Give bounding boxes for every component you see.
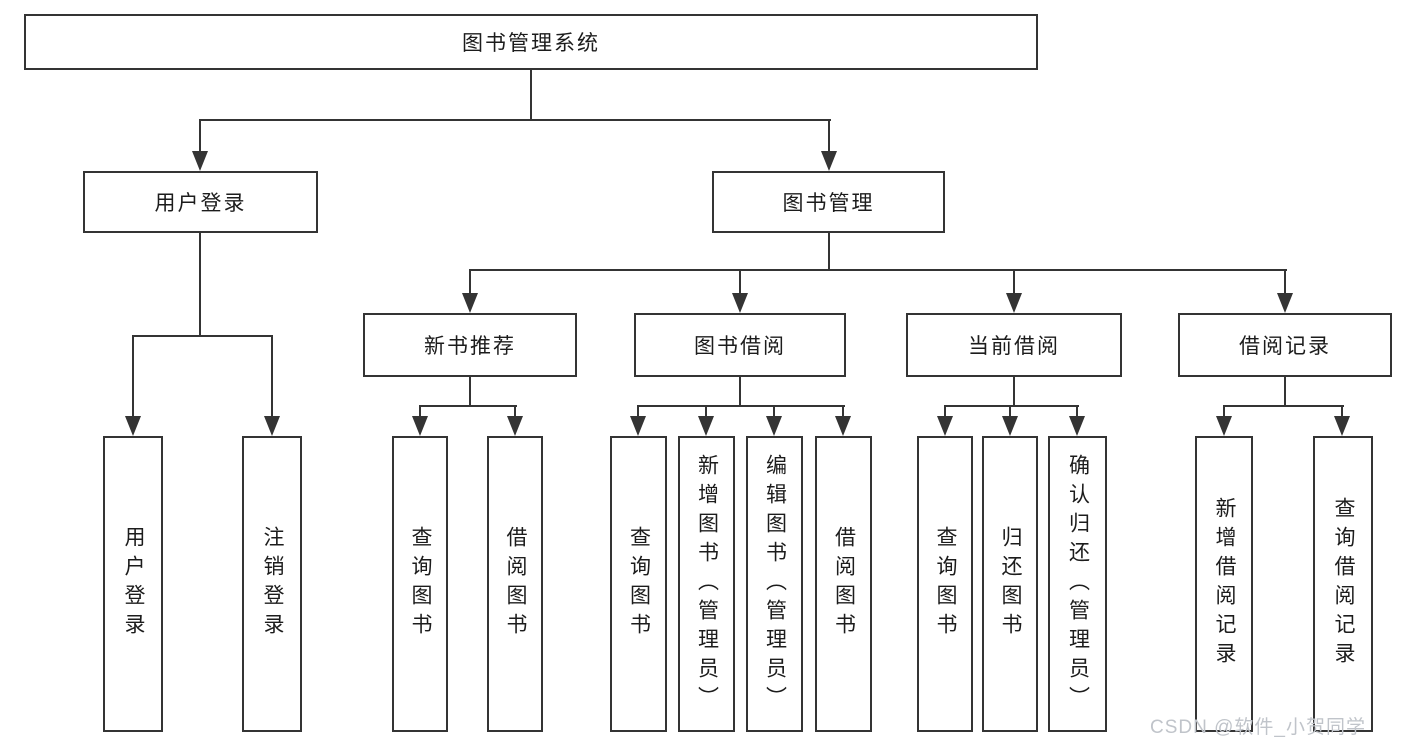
connector-line <box>1076 405 1078 418</box>
connector-line <box>271 335 273 418</box>
node-borrowing-records: 借阅记录 <box>1178 313 1392 377</box>
arrowhead-icon <box>698 416 714 436</box>
connector-line <box>842 405 844 418</box>
arrowhead-icon <box>835 416 851 436</box>
node-label: 确认归还（管理员） <box>1066 453 1090 715</box>
connector-line <box>419 405 421 418</box>
leaf-logout: 注销登录 <box>242 436 302 732</box>
node-label: 借阅记录 <box>1239 335 1331 358</box>
connector-line <box>199 119 831 121</box>
node-label: 借阅图书 <box>832 526 856 642</box>
arrowhead-icon <box>462 293 478 313</box>
connector-line <box>637 405 639 418</box>
connector-line <box>739 269 741 295</box>
node-label: 查询借阅记录 <box>1332 497 1355 671</box>
node-new-book-recommendation: 新书推荐 <box>363 313 577 377</box>
connector-line <box>469 269 1287 271</box>
connector-line <box>514 405 516 418</box>
node-label: 查询图书 <box>934 526 957 642</box>
arrowhead-icon <box>1069 416 1085 436</box>
connector-line <box>637 405 845 407</box>
connector-line <box>199 233 201 337</box>
node-label: 用户登录 <box>122 526 145 642</box>
node-label: 新增图书（管理员） <box>695 453 719 715</box>
node-label: 归还图书 <box>999 526 1022 642</box>
leaf-borrow-books-borrowing: 借阅图书 <box>815 436 872 732</box>
node-label: 用户登录 <box>154 192 247 215</box>
connector-line <box>828 233 830 271</box>
leaf-return-books: 归还图书 <box>982 436 1038 732</box>
connector-line <box>419 405 517 407</box>
node-label: 新书推荐 <box>424 335 516 358</box>
connector-line <box>469 377 471 407</box>
node-book-management-module: 图书管理 <box>712 171 945 233</box>
node-label: 查询图书 <box>627 526 651 642</box>
arrowhead-icon <box>732 293 748 313</box>
connector-line <box>1284 269 1286 295</box>
leaf-edit-book-admin: 编辑图书（管理员） <box>746 436 803 732</box>
connector-line <box>469 269 471 295</box>
node-label: 借阅图书 <box>504 526 527 642</box>
connector-line <box>1284 377 1286 407</box>
connector-line <box>199 119 201 153</box>
node-user-login-module: 用户登录 <box>83 171 318 233</box>
connector-line <box>132 335 134 418</box>
node-label: 图书管理 <box>782 192 875 215</box>
leaf-query-books-recommend: 查询图书 <box>392 436 448 732</box>
connector-line <box>773 405 775 418</box>
arrowhead-icon <box>821 151 837 171</box>
arrowhead-icon <box>766 416 782 436</box>
connector-line <box>1223 405 1344 407</box>
connector-line <box>132 335 273 337</box>
node-label: 注销登录 <box>261 526 284 642</box>
connector-line <box>944 405 1079 407</box>
connector-line <box>530 70 532 121</box>
arrowhead-icon <box>507 416 523 436</box>
leaf-query-books-borrowing: 查询图书 <box>610 436 667 732</box>
connector-line <box>739 377 741 407</box>
csdn-watermark: CSDN @软件_小贺同学 <box>1150 717 1366 738</box>
arrowhead-icon <box>125 416 141 436</box>
node-label: 图书管理系统 <box>462 32 600 55</box>
connector-line <box>1013 377 1015 407</box>
leaf-confirm-return-admin: 确认归还（管理员） <box>1048 436 1107 732</box>
arrowhead-icon <box>937 416 953 436</box>
node-label: 编辑图书（管理员） <box>763 453 787 715</box>
leaf-borrow-books-recommend: 借阅图书 <box>487 436 543 732</box>
node-book-borrowing: 图书借阅 <box>634 313 846 377</box>
node-label: 查询图书 <box>409 526 432 642</box>
arrowhead-icon <box>1334 416 1350 436</box>
leaf-query-books-current: 查询图书 <box>917 436 973 732</box>
arrowhead-icon <box>630 416 646 436</box>
leaf-add-book-admin: 新增图书（管理员） <box>678 436 735 732</box>
connector-line <box>1341 405 1343 418</box>
connector-line <box>944 405 946 418</box>
leaf-user-login: 用户登录 <box>103 436 163 732</box>
leaf-query-borrow-record: 查询借阅记录 <box>1313 436 1373 732</box>
node-label: 图书借阅 <box>694 335 786 358</box>
node-label: 新增借阅记录 <box>1213 497 1236 671</box>
arrowhead-icon <box>264 416 280 436</box>
connector-line <box>705 405 707 418</box>
connector-line <box>1009 405 1011 418</box>
arrowhead-icon <box>1277 293 1293 313</box>
node-library-management-system: 图书管理系统 <box>24 14 1038 70</box>
arrowhead-icon <box>412 416 428 436</box>
arrowhead-icon <box>1216 416 1232 436</box>
connector-line <box>828 119 830 153</box>
arrowhead-icon <box>1002 416 1018 436</box>
node-label: 当前借阅 <box>968 335 1060 358</box>
connector-line <box>1013 269 1015 295</box>
connector-line <box>1223 405 1225 418</box>
arrowhead-icon <box>1006 293 1022 313</box>
arrowhead-icon <box>192 151 208 171</box>
leaf-add-borrow-record: 新增借阅记录 <box>1195 436 1253 732</box>
node-current-borrowing: 当前借阅 <box>906 313 1122 377</box>
